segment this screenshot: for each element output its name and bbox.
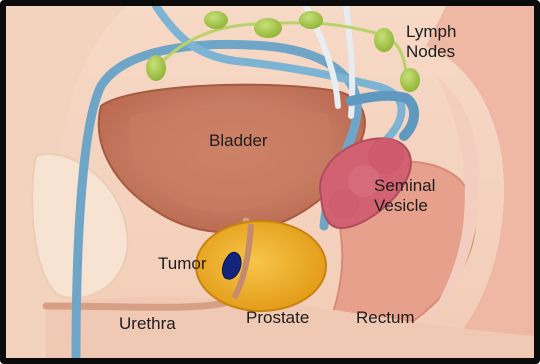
label-lymph-line1: Lymph [406,22,476,42]
label-rectum: Rectum [356,308,415,328]
lymph-node [299,11,323,29]
lymph-node [146,55,166,81]
label-seminal-line1: Seminal [374,176,464,196]
label-lymph-nodes: Lymph Nodes [406,22,476,62]
seminal-vesicle-lobe [329,189,359,219]
prostate [196,221,326,311]
lymph-node [254,18,282,38]
label-urethra: Urethra [119,314,176,334]
label-tumor: Tumor [158,254,207,274]
label-seminal-vesicle: Seminal Vesicle [374,176,464,216]
lymph-node [204,11,228,29]
lymph-node [374,28,394,52]
label-lymph-line2: Nodes [406,42,476,62]
label-seminal-line2: Vesicle [374,196,464,216]
label-bladder: Bladder [209,131,268,151]
label-prostate: Prostate [246,308,309,328]
lymph-node [400,68,420,92]
